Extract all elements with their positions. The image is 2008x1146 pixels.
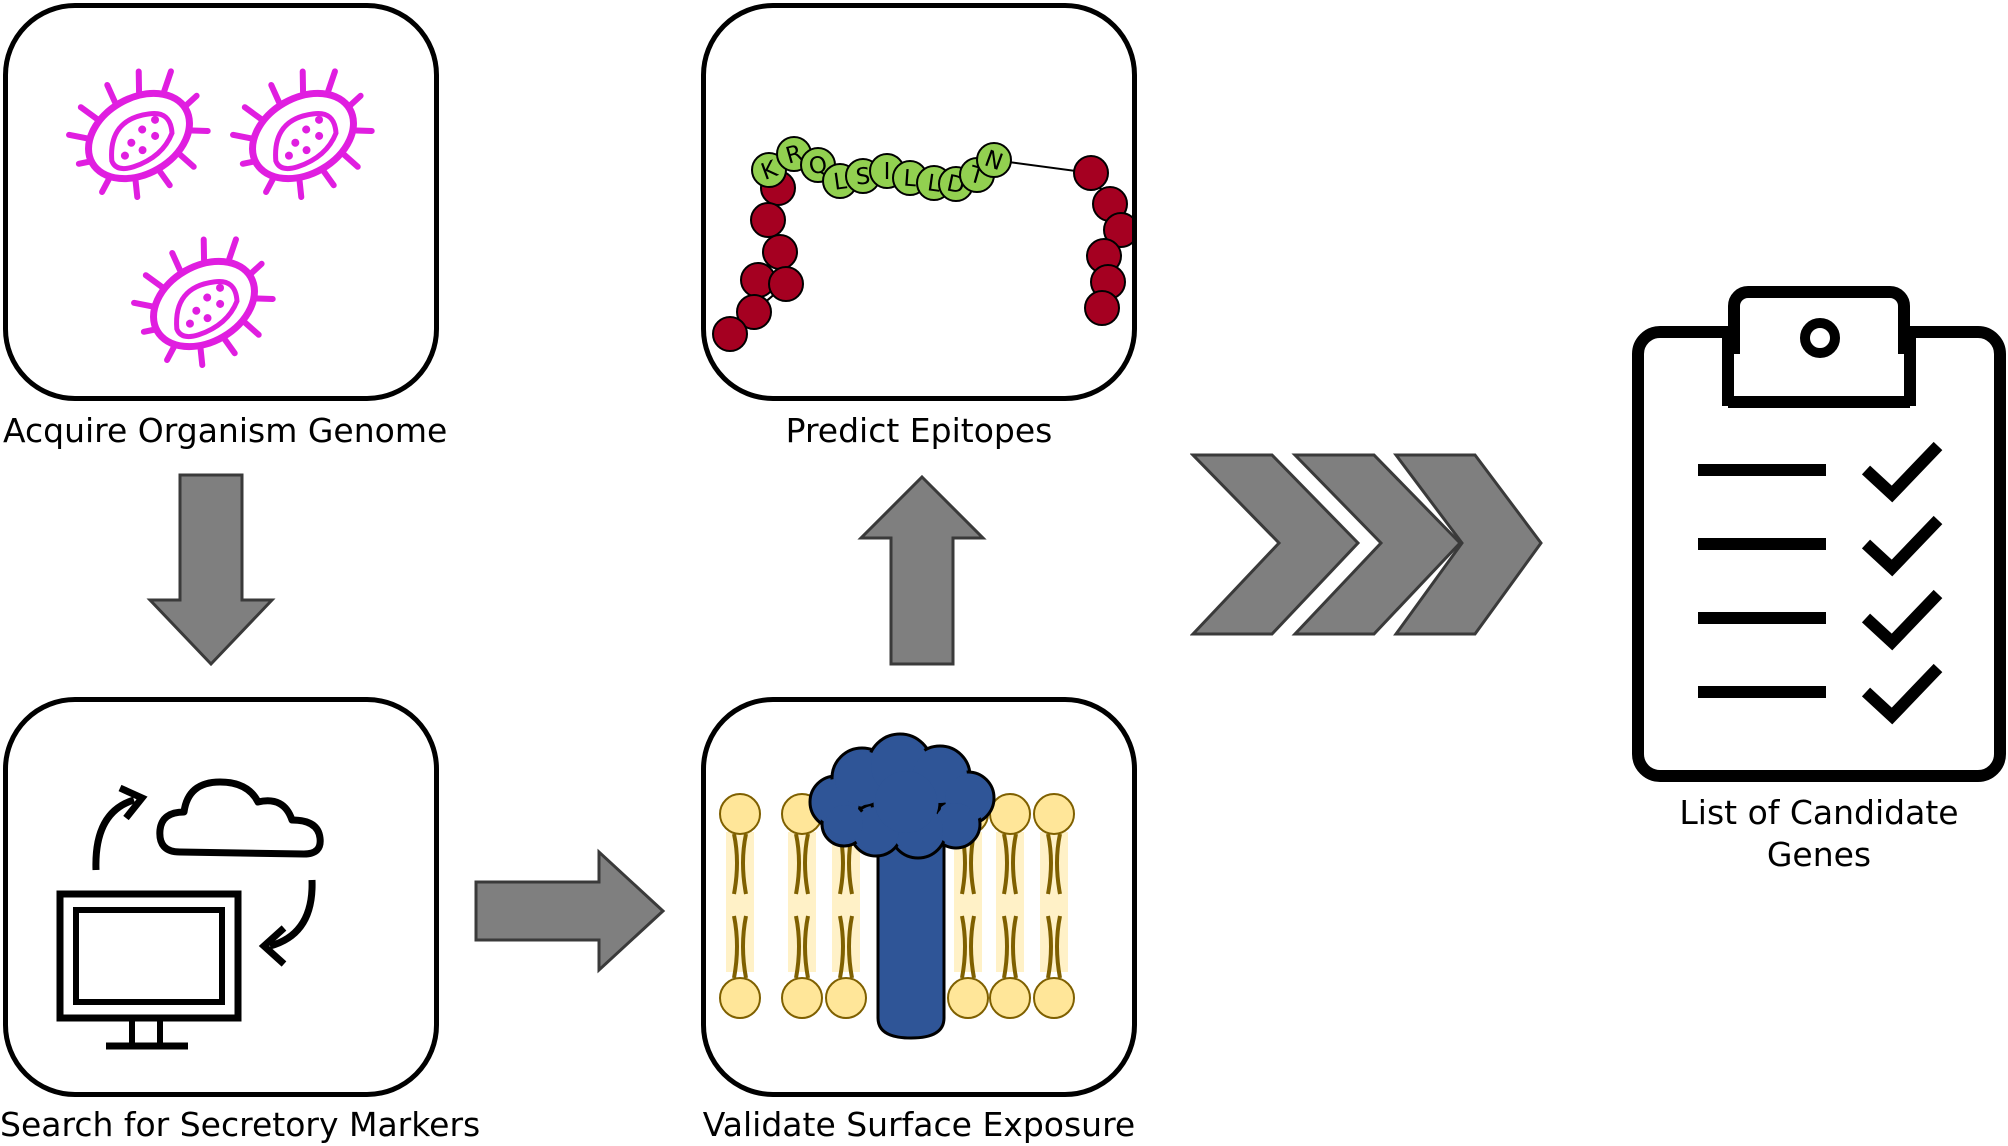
lipid-tail xyxy=(1055,915,1062,979)
epitope-residue xyxy=(976,142,1012,178)
protein-domain-fill xyxy=(935,803,977,845)
lipid-tail xyxy=(1046,915,1053,979)
lipid-tail xyxy=(741,833,748,895)
lipid-tail xyxy=(1011,915,1018,979)
flank-residue xyxy=(1103,212,1132,248)
epitope-residue-label: R xyxy=(783,140,806,169)
lipid-tail xyxy=(847,915,854,979)
lipid-tail xyxy=(741,915,748,979)
lipid-band xyxy=(954,832,982,972)
up-arrow-icon xyxy=(857,474,987,666)
lipid-tail xyxy=(1046,833,1053,895)
down-arrow-icon xyxy=(146,473,276,667)
lipid-head xyxy=(825,977,867,1019)
flank-residue xyxy=(1073,155,1109,191)
panel-acquire-genome xyxy=(3,3,439,401)
lipid-head xyxy=(719,977,761,1019)
lipid-head xyxy=(1033,793,1075,835)
lipid-band xyxy=(832,832,860,972)
lipid-tail xyxy=(960,915,967,979)
flank-residue xyxy=(736,294,772,330)
flank-residue xyxy=(750,202,786,238)
epitope-residue-label: S xyxy=(855,164,871,191)
lipid-head xyxy=(719,793,761,835)
lipid-tail xyxy=(732,915,739,979)
computer-cloud-icon xyxy=(56,778,324,1050)
right-arrow-icon xyxy=(474,848,666,974)
label-predict-epitopes: Predict Epitopes xyxy=(785,411,1053,450)
label-acquire-genome: Acquire Organism Genome xyxy=(3,411,448,450)
lipid-tail xyxy=(1002,833,1009,895)
label-validate-exposure: Validate Surface Exposure xyxy=(702,1105,1136,1144)
clipboard-checklist-icon xyxy=(1632,286,2006,782)
lipid-tail xyxy=(794,833,801,895)
lipid-tail xyxy=(1002,915,1009,979)
lipid-tail xyxy=(1055,833,1062,895)
lipid-tail xyxy=(803,915,810,979)
protein-domain-fill xyxy=(825,805,863,843)
protein-domain-fill xyxy=(875,771,937,833)
flank-residue xyxy=(712,316,748,352)
label-output-line2: Genes xyxy=(1766,835,1872,874)
lipid-tail xyxy=(969,915,976,979)
lipid-tail xyxy=(732,833,739,895)
lipid-band xyxy=(1040,832,1068,972)
bacteria-icon xyxy=(8,8,439,401)
lipid-tail xyxy=(794,915,801,979)
epitope-residue-label: L xyxy=(926,170,942,198)
lipid-band xyxy=(788,832,816,972)
lipid-head xyxy=(989,793,1031,835)
lipid-head xyxy=(1033,977,1075,1019)
lipid-band xyxy=(996,832,1024,972)
lipid-band xyxy=(726,832,754,972)
lipid-tail xyxy=(803,833,810,895)
epitope-residue-label: L xyxy=(832,168,848,196)
membrane-protein-icon xyxy=(719,732,1075,1040)
label-output-line1: List of Candidate xyxy=(1679,793,1959,832)
lipid-head xyxy=(781,977,823,1019)
panel-search-markers xyxy=(3,697,439,1097)
protein-channel xyxy=(876,820,946,1040)
flank-residue xyxy=(1084,290,1120,326)
lipid-tail xyxy=(1011,833,1018,895)
lipid-tail xyxy=(838,915,845,979)
flank-residue xyxy=(762,234,798,270)
flank-residue xyxy=(768,266,804,302)
epitope-residue-label: L xyxy=(903,166,918,193)
epitope-residue-label: I xyxy=(884,159,891,185)
panel-validate-exposure xyxy=(701,697,1137,1097)
lipid-head xyxy=(947,977,989,1019)
lipid-head xyxy=(989,977,1031,1019)
chevron-icon xyxy=(1190,453,1543,636)
label-search-markers: Search for Secretory Markers xyxy=(0,1105,481,1144)
